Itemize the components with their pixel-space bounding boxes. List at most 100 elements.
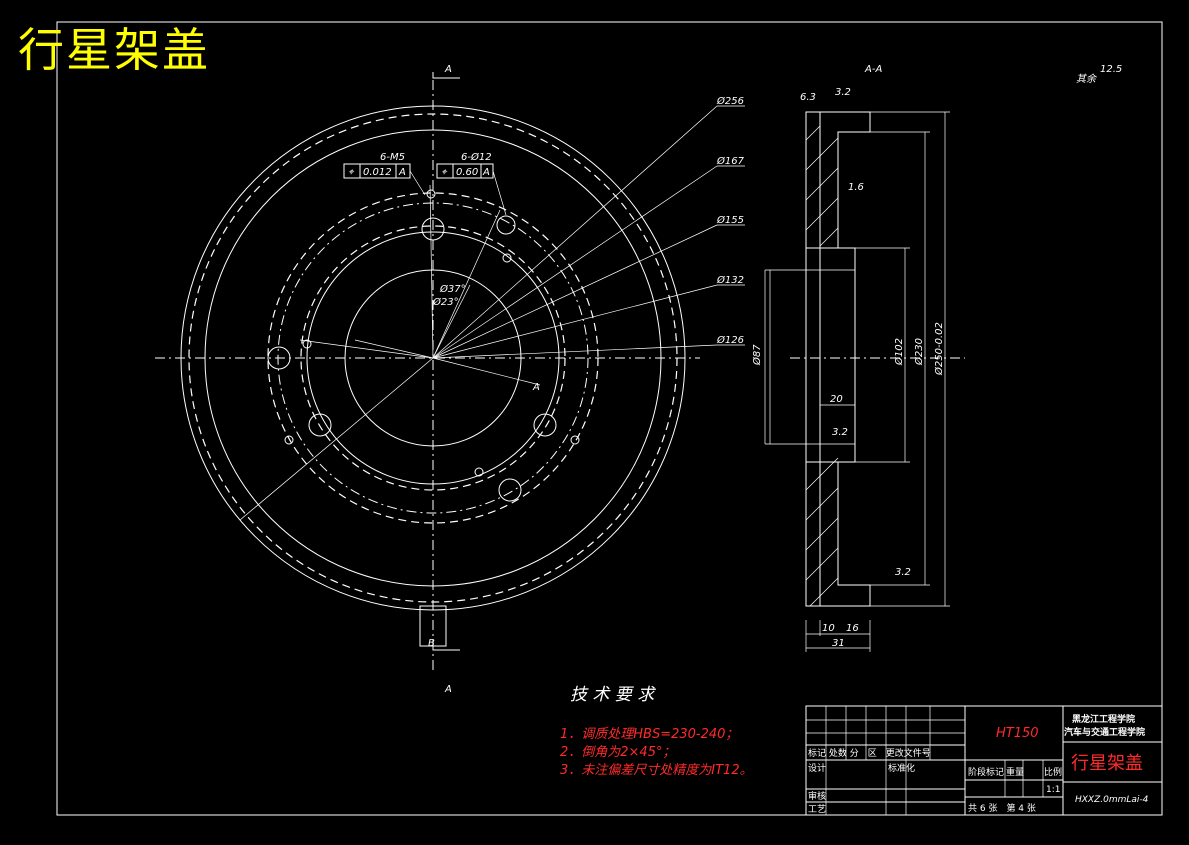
pitch-circle-167	[267, 192, 599, 524]
front-view	[155, 72, 745, 672]
dim-230: Ø230	[913, 338, 925, 366]
rim-circle-outer	[180, 105, 686, 611]
roughness-16: 1.6	[848, 182, 864, 193]
tolerance-frame-left: ⌖ 0.012 A 6-M5	[343, 152, 426, 196]
tb-row-mark: 标记 处数 分 区 更改文件号	[808, 747, 931, 759]
tech-heading: 技 术 要 求	[570, 685, 656, 705]
tb-school2: 汽车与交通工程学院	[1064, 726, 1145, 738]
hole	[267, 346, 291, 370]
hole	[533, 413, 557, 437]
drawing-line	[429, 184, 434, 359]
drawing-line	[432, 357, 541, 386]
small-hole	[502, 253, 512, 263]
drawing-line: 6-M5	[380, 152, 405, 163]
small-hole	[426, 189, 436, 199]
rim-notches	[188, 113, 678, 603]
drawing-line	[805, 125, 821, 141]
tb-sheets: 共 6 张 第 4 张	[968, 802, 1036, 814]
hole	[498, 478, 522, 502]
section-arrow-top	[432, 72, 460, 79]
hole	[421, 217, 445, 241]
roughness-63: 6.3	[800, 92, 816, 103]
tapped-hole	[496, 215, 516, 235]
pitch-circle-155	[277, 202, 589, 514]
roughness-125: 12.5	[1100, 64, 1122, 75]
roughness-32: 3.2	[835, 87, 851, 98]
tech-item-2: 2．倒角为2×45°；	[560, 745, 675, 760]
tb-process: 工艺	[808, 804, 826, 815]
drawing-line	[432, 209, 501, 359]
dim-132: Ø132	[716, 274, 744, 286]
dim-16: 16	[846, 623, 859, 634]
bore-circle	[344, 269, 522, 447]
tech-item-3: 3．未注偏差尺寸处精度为IT12。	[560, 763, 753, 778]
section-title: A-A	[864, 64, 882, 75]
drawing-line: 0.012	[363, 167, 392, 178]
drawing-line	[409, 170, 426, 196]
leader-132	[432, 284, 718, 359]
drawing-line	[805, 197, 839, 231]
tb-stage-mark: 阶段标记	[968, 766, 1004, 778]
drawing-line	[805, 487, 839, 521]
dim-256: Ø256	[716, 95, 744, 107]
drawing-line	[805, 457, 839, 491]
dim-167: Ø167	[716, 155, 745, 167]
sheet-frame	[56, 21, 1163, 816]
drawing-line	[805, 167, 839, 201]
drawing-title: 行星架盖	[18, 23, 210, 77]
tb-part-name: 行星架盖	[1071, 753, 1143, 774]
dim-10: 10	[822, 623, 835, 634]
dim-87: Ø87	[751, 344, 763, 366]
leader-sw	[239, 357, 434, 521]
tb-school1: 黑龙江工程学院	[1072, 713, 1135, 725]
drawing-line: A	[398, 167, 406, 178]
tech-item-1: 1．调质处理HBS=230-240；	[560, 727, 738, 742]
roughness-rest: 其余	[1076, 73, 1098, 85]
drawing-line	[809, 577, 839, 607]
drawing-line: 0.60	[456, 167, 478, 178]
hole	[308, 413, 332, 437]
title-block	[805, 705, 1163, 816]
roughness-32c: 3.2	[895, 567, 911, 578]
tb-design: 设计	[808, 762, 826, 774]
datum-a: A	[532, 382, 540, 393]
dim-20: 20	[830, 394, 843, 405]
leader-126	[432, 344, 718, 359]
leader-256	[432, 105, 718, 359]
tb-review: 审核	[808, 790, 826, 802]
small-hole	[302, 339, 312, 349]
dim-102: Ø102	[893, 338, 905, 366]
tb-material: HT150	[996, 726, 1039, 741]
drawing-line	[354, 339, 434, 359]
circle-126	[306, 231, 560, 485]
drawing-line	[805, 547, 839, 581]
tb-standard: 标准化	[888, 762, 915, 774]
key-slot	[419, 605, 447, 647]
rim-circle-inner	[204, 129, 662, 587]
roughness-32b: 3.2	[832, 427, 848, 438]
dim-250: Ø250-0.02	[933, 322, 945, 376]
small-hole	[284, 435, 294, 445]
dim-155: Ø155	[716, 214, 744, 226]
drawing-line: A	[482, 167, 490, 178]
dim-31: 31	[832, 638, 845, 649]
drawing-line: ⌖	[348, 167, 355, 178]
tolerance-frame-right: ⌖ 0.60 A 6-Ø12	[436, 151, 507, 216]
drawing-line: ⌖	[441, 167, 448, 178]
section-label-bottom: A	[444, 684, 452, 695]
tb-drawing-no: HXXZ.0mmLai-4	[1075, 795, 1149, 805]
drawing-line	[805, 137, 839, 171]
dim-126: Ø126	[716, 334, 744, 346]
tb-weight: 重量	[1006, 766, 1024, 778]
tb-scale: 1:1	[1046, 785, 1060, 795]
drawing-line	[492, 170, 507, 216]
angle-37: Ø37°	[439, 283, 466, 295]
drawing-line	[299, 339, 434, 359]
pitch-circle-132	[300, 225, 566, 491]
drawing-line	[432, 284, 471, 359]
tb-scale-label: 比例	[1044, 766, 1062, 778]
drawing-line	[819, 227, 839, 247]
angle-23: Ø23°	[432, 296, 459, 308]
